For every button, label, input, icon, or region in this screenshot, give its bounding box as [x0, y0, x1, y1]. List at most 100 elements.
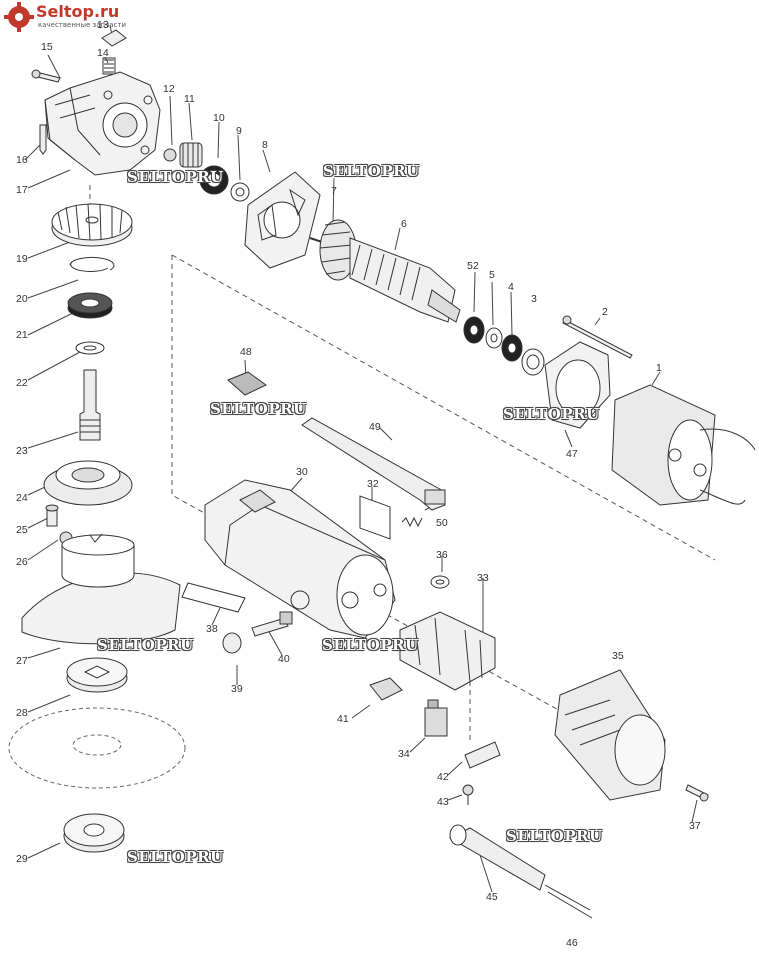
- label-part-8: 8: [262, 139, 268, 151]
- label-part-12: 12: [163, 83, 175, 95]
- part-21-bearing: [67, 292, 113, 319]
- site-logo[interactable]: Seltop.ru качественные запчасти: [0, 0, 140, 34]
- part-12-ring: [163, 148, 177, 162]
- part-46-cord: [544, 884, 593, 919]
- part-48-cap: [227, 371, 267, 396]
- label-part-40: 40: [278, 653, 290, 665]
- label-part-42: 42: [437, 771, 449, 783]
- part-49-switch-lever: [301, 417, 446, 511]
- label-part-26: 26: [16, 556, 28, 568]
- label-part-36: 36: [436, 549, 448, 561]
- part-10-bearing: [199, 165, 229, 195]
- part-36-nut: [430, 575, 450, 589]
- part-5-washer: [485, 327, 503, 349]
- part-17-gear-housing: [44, 71, 161, 176]
- label-part-2: 2: [602, 306, 608, 318]
- part-19-spiral-bevel-gear: [51, 203, 133, 247]
- part-40-brush-holder: [251, 611, 293, 637]
- label-part-41: 41: [337, 713, 349, 725]
- part-23-spindle: [79, 369, 101, 441]
- part-41-terminal: [369, 677, 403, 701]
- label-part-6: 6: [401, 218, 407, 230]
- label-part-16: 16: [16, 154, 28, 166]
- label-part-27: 27: [16, 655, 28, 667]
- part-22-washer: [75, 341, 105, 355]
- label-part-43: 43: [437, 796, 449, 808]
- part-14-spring: [102, 57, 116, 75]
- part-52-bearing: [463, 316, 485, 344]
- label-part-23: 23: [16, 445, 28, 457]
- leader-lines: [24, 24, 698, 893]
- part-47-fan-baffle: [544, 341, 611, 429]
- label-part-46: 46: [566, 937, 578, 949]
- part-34-switch: [424, 699, 448, 737]
- part-4-bearing: [501, 334, 523, 362]
- part-42-strain-relief: [464, 741, 501, 769]
- label-part-29: 29: [16, 853, 28, 865]
- logo-gear-icon: [4, 2, 34, 32]
- label-part-3: 3: [531, 293, 537, 305]
- label-part-49: 49: [369, 421, 381, 433]
- part-15-screw: [31, 69, 61, 83]
- label-part-7: 7: [331, 185, 337, 197]
- label-part-50: 50: [436, 517, 448, 529]
- label-part-52: 52: [467, 260, 479, 272]
- part-9-washer: [230, 182, 250, 202]
- part-28-inner-flange: [66, 657, 128, 693]
- part-29-lock-nut: [63, 813, 125, 853]
- part-27-wheel-guard: [21, 533, 181, 645]
- part-32-label: [359, 495, 391, 540]
- label-part-11: 11: [184, 93, 195, 105]
- label-part-34: 34: [398, 748, 410, 760]
- label-part-24: 24: [16, 492, 28, 504]
- part-1-field-coil: [611, 384, 756, 506]
- part-33-switch-holder: [399, 611, 496, 691]
- label-part-47: 47: [566, 448, 578, 460]
- part-6-armature: [309, 219, 461, 323]
- part-2-long-bolt: [562, 315, 633, 359]
- label-part-37: 37: [689, 820, 701, 832]
- watermark: SELTOPRU: [323, 162, 420, 180]
- label-part-1: 1: [656, 362, 662, 374]
- label-part-5: 5: [489, 269, 495, 281]
- part-8-baffle-plate: [244, 171, 321, 269]
- watermark: SELTOPRU: [210, 400, 307, 418]
- label-part-25: 25: [16, 524, 28, 536]
- label-part-14: 14: [97, 47, 109, 59]
- label-part-45: 45: [486, 891, 498, 903]
- label-part-22: 22: [16, 377, 28, 389]
- part-16-pin: [39, 124, 47, 155]
- label-part-35: 35: [612, 650, 624, 662]
- part-38-nameplate: [181, 582, 246, 613]
- logo-title: Seltop.ru: [36, 2, 120, 21]
- label-part-30: 30: [296, 466, 308, 478]
- label-part-32: 32: [367, 478, 379, 490]
- watermark: SELTOPRU: [322, 636, 419, 654]
- part-13-plate: [101, 29, 127, 47]
- watermark: SELTOPRU: [127, 168, 224, 186]
- watermark: SELTOPRU: [97, 636, 194, 654]
- part-30-motor-housing: [204, 479, 396, 639]
- label-part-21: 21: [16, 329, 28, 341]
- watermark: SELTOPRU: [127, 848, 224, 866]
- label-part-13: 13: [97, 19, 109, 31]
- part-35-rear-cover: [554, 669, 666, 801]
- part-3-ring: [521, 348, 545, 376]
- part-11-pinion-gear: [179, 142, 203, 168]
- label-part-38: 38: [206, 623, 218, 635]
- label-part-4: 4: [508, 281, 514, 293]
- label-part-20: 20: [16, 293, 28, 305]
- part-43-screw: [462, 784, 474, 805]
- watermark: SELTOPRU: [506, 827, 603, 845]
- label-part-15: 15: [41, 41, 53, 53]
- part-50-spring: [401, 516, 423, 528]
- label-part-19: 19: [16, 253, 28, 265]
- logo-subtitle: качественные запчасти: [38, 21, 127, 29]
- grinding-wheel: [8, 707, 186, 789]
- part-37-screw: [685, 784, 709, 802]
- part-39-brush-cap: [222, 632, 242, 654]
- watermark: SELTOPRU: [503, 405, 600, 423]
- part-20-retaining-ring: [69, 256, 115, 272]
- part-24-bearing-box: [43, 460, 133, 506]
- label-part-48: 48: [240, 346, 252, 358]
